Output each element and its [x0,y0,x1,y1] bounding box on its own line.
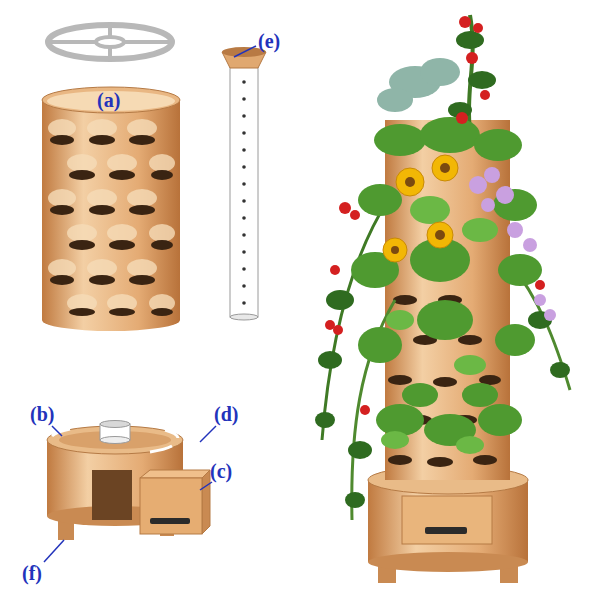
callout-label: (a) [97,89,120,111]
leader-lines [44,46,256,562]
callout-label: (c) [210,460,232,482]
callout-label: (b) [30,403,54,425]
tower-cylinder [42,87,180,331]
plants [315,15,570,520]
watering-pipe [222,47,266,320]
drawer [140,470,210,534]
callout-label: (e) [258,30,280,52]
callout-label: (f) [22,562,42,584]
top-ring [48,25,172,59]
callout-label: (d) [214,403,238,425]
